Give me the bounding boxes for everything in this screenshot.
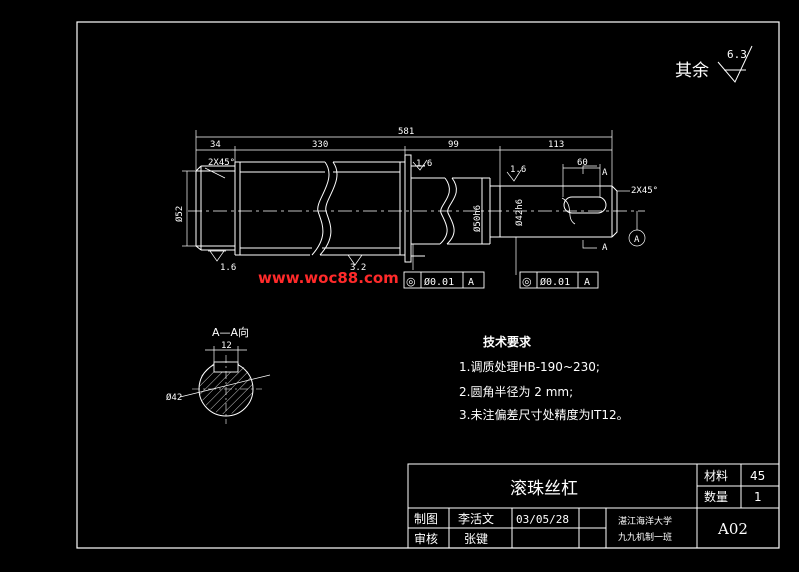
rough-16-c: 1.6	[510, 165, 526, 175]
tech-title: 技术要求	[483, 334, 532, 349]
section-view: A—A向 12 Ø42	[166, 325, 271, 424]
checked-name: 张键	[464, 532, 488, 546]
section-view-title: A—A向	[212, 325, 249, 339]
part-name: 滚珠丝杠	[510, 479, 578, 499]
dim-dia-mid: Ø50h6	[472, 205, 483, 232]
watermark: www.woc88.com	[258, 269, 399, 287]
dim-dia-left: Ø52	[174, 206, 185, 222]
dim-total: 581	[398, 127, 414, 137]
tolerance-frame-left: ◎ Ø0.01 A	[403, 271, 485, 289]
title-block-text: 滚珠丝杠 材料 45 数量 1 制图 李活文 03/05/28 审核 张键 湛江…	[414, 469, 765, 546]
tech-item-1: 1.调质处理HB-190~230;	[459, 360, 600, 374]
chamfer-right: 2X45°	[631, 186, 658, 196]
rough-16-b: 1.6	[416, 159, 432, 169]
section-mark-top: A	[602, 168, 608, 178]
tol-right-value: Ø0.01	[540, 276, 570, 288]
technical-requirements: 技术要求 1.调质处理HB-190~230; 2.圆角半径为 2 mm; 3.未…	[459, 334, 629, 422]
tech-item-2: 2.圆角半径为 2 mm;	[459, 385, 573, 399]
org-line-2: 九九机制一班	[618, 531, 672, 543]
roughness-value: 6.3	[727, 48, 747, 61]
drawn-label: 制图	[414, 512, 438, 526]
rough-32: 3.2	[350, 263, 366, 273]
dimensions	[182, 130, 646, 275]
rough-16-a: 1.6	[220, 263, 236, 273]
tol-left-value: Ø0.01	[424, 276, 454, 288]
title-block	[407, 463, 780, 549]
tol-right-datum: A	[584, 277, 590, 288]
dim-dia-right: Ø42h6	[514, 199, 525, 226]
dim-330: 330	[312, 140, 328, 150]
tech-item-3: 3.未注偏差尺寸处精度为IT12。	[459, 407, 629, 422]
tol-right-symbol: ◎	[522, 275, 532, 288]
section-mark-bottom: A	[602, 243, 608, 253]
chamfer-left: 2X45°	[208, 158, 235, 168]
qty-label: 数量	[704, 489, 728, 504]
checked-label: 审核	[414, 531, 438, 546]
general-roughness: 其余 6.3	[675, 45, 753, 83]
drawn-name: 李活文	[458, 511, 494, 526]
material-value: 45	[750, 469, 765, 483]
roughness-label: 其余	[675, 61, 709, 81]
datum-a-circle	[628, 229, 646, 247]
dimension-text: 581 34 330 99 113 60 2X45° 2X45° Ø52 Ø50…	[174, 127, 658, 273]
org-line-1: 湛江海洋大学	[618, 515, 672, 527]
qty-value: 1	[754, 490, 762, 504]
shaft-main-view	[188, 154, 645, 263]
tol-left-datum: A	[468, 277, 474, 288]
dim-60: 60	[577, 158, 588, 168]
drawn-date: 03/05/28	[516, 513, 569, 526]
datum-a-letter: A	[634, 235, 640, 245]
material-label: 材料	[704, 469, 728, 483]
drawing-number: A02	[717, 520, 748, 538]
section-diameter: Ø42	[166, 392, 182, 403]
dim-99: 99	[448, 140, 459, 150]
tolerance-frame-right: ◎ Ø0.01 A	[519, 271, 599, 289]
dim-34: 34	[210, 140, 221, 150]
tol-left-symbol: ◎	[406, 275, 416, 288]
dim-113: 113	[548, 140, 564, 150]
section-keyway-width: 12	[221, 341, 232, 351]
